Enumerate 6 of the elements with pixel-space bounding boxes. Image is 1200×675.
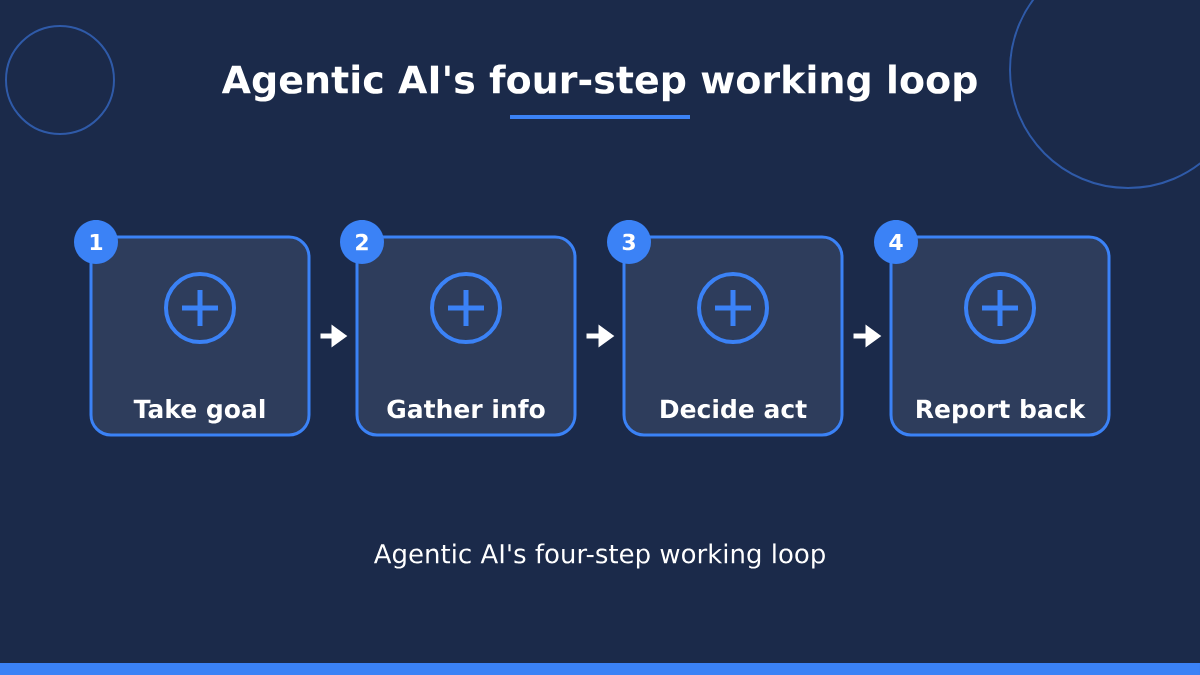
number-badge: 3 xyxy=(607,220,651,264)
number-badge: 4 xyxy=(874,220,918,264)
title: Agentic AI's four-step working loop xyxy=(221,64,977,102)
caption: Agentic AI's four-step working loop xyxy=(373,543,825,569)
number-badge: 1 xyxy=(74,220,118,264)
number-badge: 2 xyxy=(340,220,384,264)
